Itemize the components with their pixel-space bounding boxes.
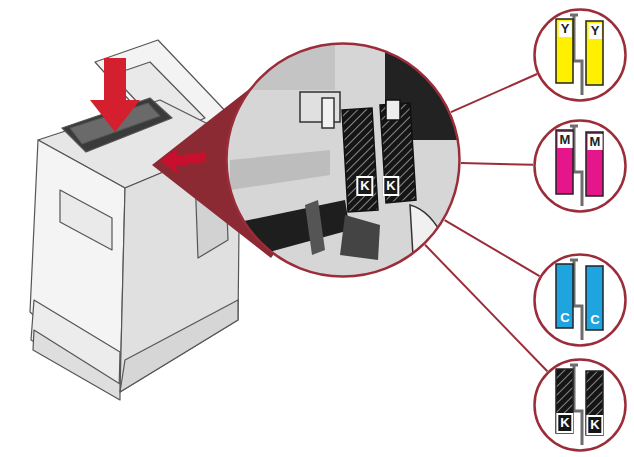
color-letter: Y — [559, 21, 572, 37]
insert-arrow — [90, 58, 140, 132]
leader-line — [425, 245, 547, 371]
color-letter: C — [558, 310, 571, 326]
cyan-callout: CC — [533, 253, 627, 347]
color-letter: K — [382, 176, 399, 196]
color-letter: K — [586, 415, 603, 435]
pointer-arrow — [160, 148, 205, 174]
callout-circle — [227, 44, 460, 277]
color-letter: C — [588, 312, 601, 328]
color-letter: M — [588, 134, 603, 150]
color-letter: K — [356, 176, 373, 196]
callout-outline — [533, 8, 627, 102]
callout-outline — [533, 253, 627, 347]
callout-circle — [535, 10, 626, 101]
magenta-callout-art — [534, 120, 626, 212]
leader-line — [445, 220, 540, 276]
callout-outline — [533, 119, 627, 213]
color-letter: M — [558, 132, 573, 148]
yellow-callout-art — [534, 9, 626, 101]
callout-circle — [535, 255, 626, 346]
callout-circle — [535, 360, 626, 451]
black-callout-art — [534, 359, 626, 451]
cyan-callout-art — [534, 254, 626, 346]
color-letter: Y — [589, 23, 602, 39]
callout-outline — [533, 358, 627, 452]
callout-circle — [535, 121, 626, 212]
zoom-callout: KK — [225, 42, 461, 278]
zoom-detail — [225, 30, 475, 290]
leader-line — [451, 74, 537, 112]
leader-line — [461, 163, 533, 165]
printer-body — [30, 40, 240, 400]
yellow-callout: YY — [533, 8, 627, 102]
black-callout: KK — [533, 358, 627, 452]
magenta-callout: MM — [533, 119, 627, 213]
callout-outline — [225, 42, 461, 278]
color-letter: K — [556, 413, 573, 433]
